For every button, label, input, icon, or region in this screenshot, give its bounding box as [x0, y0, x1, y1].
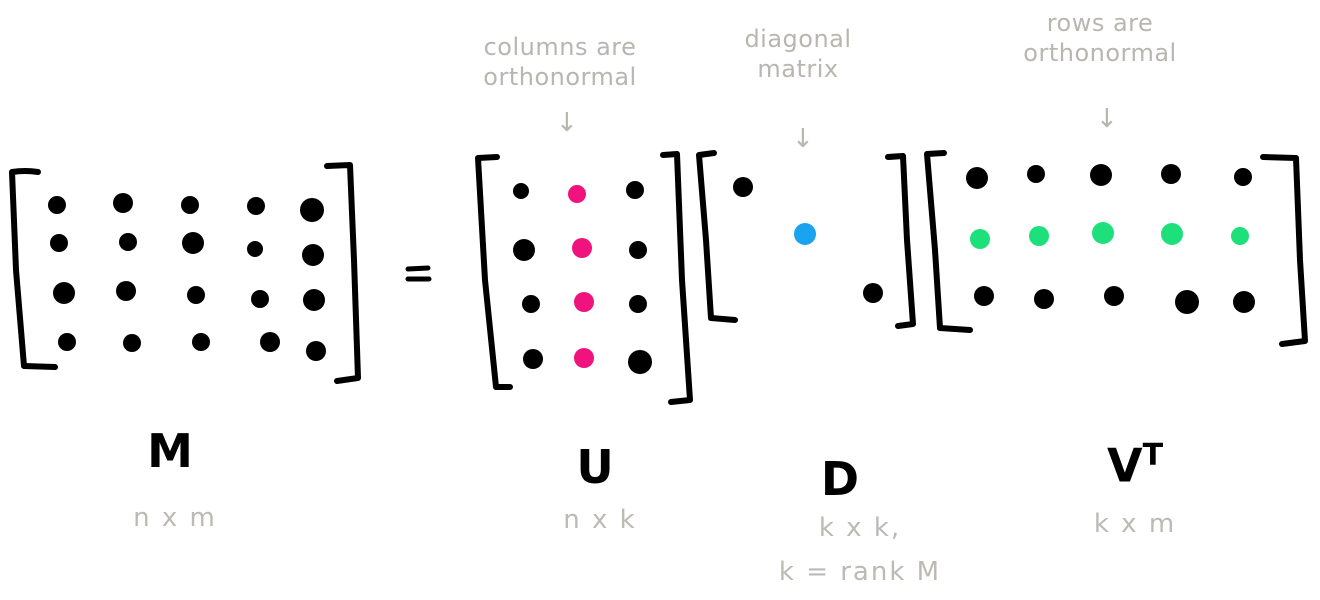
matrix-m-entry: [300, 198, 324, 222]
matrix-m-entry: [113, 193, 133, 213]
u-arrow-icon: ↓: [556, 108, 578, 138]
matrix-m-entry: [251, 290, 269, 308]
matrix-vt-entry: [1092, 222, 1114, 244]
d-dims: k x k, k = rank M: [770, 510, 950, 590]
matrix-m-entry: [50, 234, 68, 252]
matrix-u-entry: [513, 183, 529, 199]
matrix-m-entry: [306, 341, 326, 361]
matrix-m-entry: [123, 334, 141, 352]
matrix-u-entry: [626, 181, 644, 199]
matrix-entries: [48, 164, 1255, 374]
matrix-vt-entry: [1231, 227, 1249, 245]
matrix-vt-entry: [1034, 289, 1054, 309]
matrix-m-entry: [260, 332, 280, 352]
d-dims-line2: k = rank M: [778, 557, 942, 587]
matrix-vt-entry: [970, 229, 990, 249]
d-dims-line1: k x k,: [818, 513, 902, 543]
matrix-vt-entry: [1090, 164, 1112, 186]
matrix-vt-entry: [1161, 164, 1181, 184]
matrix-u-entry: [523, 349, 543, 369]
vt-dims: k x m: [1093, 509, 1177, 539]
vt-title-v: V: [1106, 438, 1143, 493]
matrix-m-entry: [53, 282, 75, 304]
vt-title-sup: T: [1142, 438, 1164, 473]
matrix-d-brackets: [696, 150, 916, 329]
matrix-vt-entry: [1027, 165, 1045, 183]
d-annotation: diagonal matrix: [738, 24, 858, 84]
matrix-u-entry: [629, 295, 647, 313]
vt-annotation: rows are orthonormal: [1010, 8, 1190, 68]
m-title: M: [147, 424, 193, 478]
matrix-m-entry: [247, 197, 265, 215]
vt-note-line1: rows are: [1046, 9, 1154, 37]
matrix-u-entry: [572, 238, 592, 258]
m-right-bracket: [324, 162, 361, 384]
d-arrow-icon: ↓: [792, 124, 814, 154]
matrix-d-entry: [794, 223, 816, 245]
d-note-line1: diagonal: [744, 25, 852, 53]
u-note-line2: orthonormal: [483, 63, 637, 91]
matrix-m-entry: [181, 196, 199, 214]
vt-arrow-icon: ↓: [1096, 104, 1118, 134]
u-note-line1: columns are: [483, 33, 637, 61]
matrix-vt-entry: [1233, 291, 1255, 313]
equals-sign: [405, 265, 432, 282]
vt-note-line2: orthonormal: [1023, 39, 1177, 67]
matrix-vt-brackets: [924, 150, 1308, 347]
u-annotation: columns are orthonormal: [470, 32, 650, 92]
matrix-m-entry: [303, 289, 325, 311]
matrix-vt-entry: [1161, 223, 1183, 245]
d-note-line2: matrix: [757, 55, 839, 83]
matrix-u-entry: [513, 239, 535, 261]
matrix-vt-entry: [1175, 290, 1199, 314]
matrix-u-brackets: [475, 151, 693, 405]
matrix-vt-entry: [1234, 168, 1252, 186]
m-dims: n x m: [133, 503, 217, 533]
vt-title: VT: [1080, 438, 1190, 492]
matrix-m-entry: [247, 241, 263, 257]
matrix-u-entry: [574, 292, 594, 312]
matrix-m-entry: [302, 244, 324, 266]
matrix-m-entry: [187, 286, 205, 304]
matrix-u-entry: [574, 348, 594, 368]
matrix-m-entry: [192, 333, 210, 351]
m-left-bracket: [9, 168, 58, 370]
matrix-vt-entry: [1104, 286, 1124, 306]
matrix-m-entry: [119, 233, 137, 251]
u-dims: n x k: [563, 505, 637, 535]
matrix-m-entry: [48, 196, 66, 214]
u-title: U: [576, 440, 614, 494]
matrix-m-brackets: [9, 162, 361, 384]
matrix-u-entry: [628, 350, 652, 374]
matrix-u-entry: [568, 185, 586, 203]
matrix-m-entry: [182, 232, 204, 254]
matrix-vt-entry: [966, 167, 988, 189]
matrix-m-entry: [58, 333, 76, 351]
matrix-u-entry: [629, 241, 647, 259]
matrix-u-entry: [522, 295, 540, 313]
matrix-m-entry: [116, 281, 136, 301]
matrix-d-entry: [863, 283, 883, 303]
d-title: D: [820, 452, 860, 506]
matrix-d-entry: [733, 177, 753, 197]
matrix-vt-entry: [1029, 226, 1049, 246]
matrix-vt-entry: [974, 286, 994, 306]
